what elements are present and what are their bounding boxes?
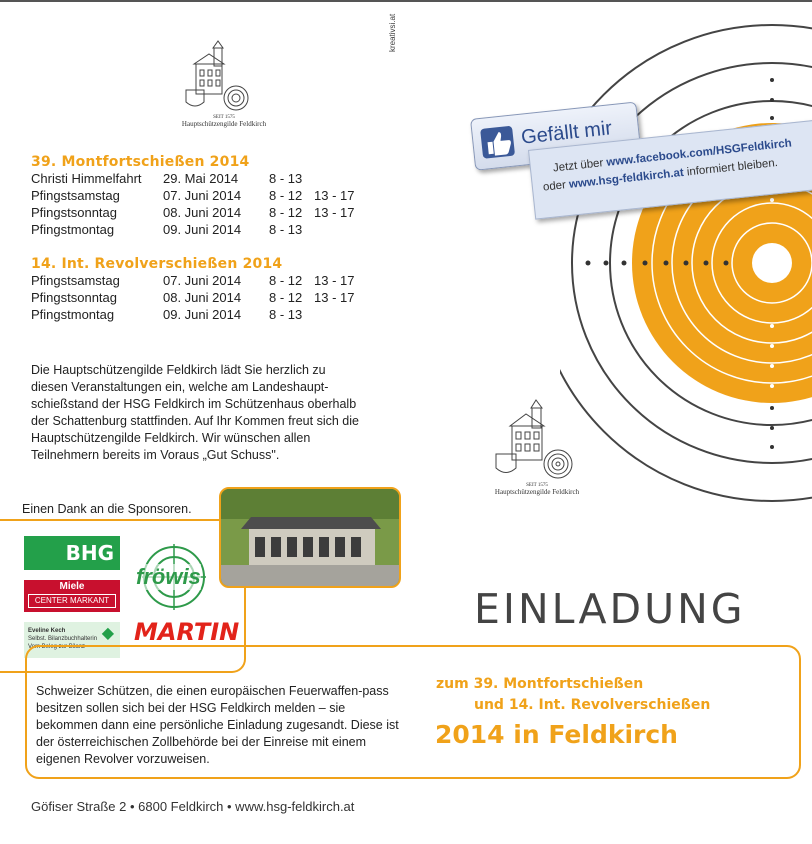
line-prefix: oder	[542, 179, 567, 194]
top-rule	[0, 0, 812, 2]
designer-credit: kreativsi.at	[388, 13, 397, 52]
miele-label: Miele	[59, 581, 85, 592]
schedule-day: Pfingstsamstag	[31, 188, 120, 203]
schedule-time: 8 - 12	[269, 205, 303, 220]
logo-guild-name: Hauptschützengilde Feldkirch	[181, 120, 267, 128]
schedule-time: 8 - 13	[269, 171, 303, 186]
schedule-date: 29. Mai 2014	[163, 171, 239, 186]
kech-line3: Vom Beleg zur Bilanz	[28, 644, 86, 650]
bhg-logo: BHG	[24, 536, 120, 570]
revolver-title: 14. Int. Revolverschießen 2014	[31, 256, 283, 272]
kech-line2: Selbst. Bilanzbuchhalterin	[28, 636, 98, 642]
sponsor-title: Einen Dank an die Sponsoren.	[22, 502, 192, 516]
schedule-day: Christi Himmelfahrt	[31, 171, 142, 186]
facebook-like-badge[interactable]: Gefällt mir	[470, 101, 642, 171]
logo-guild-name: Hauptschützengilde Feldkirch	[494, 488, 580, 496]
sponsor-frame	[0, 519, 246, 673]
schedule-date: 08. Juni 2014	[163, 290, 242, 305]
invitation-line3: 2014 in Feldkirch	[435, 720, 678, 749]
schedule-day: Pfingstmontag	[31, 307, 115, 322]
schedule-date: 09. Juni 2014	[163, 307, 242, 322]
schedule-time2: 13 - 17	[314, 273, 355, 288]
diamond-icon: ◆	[101, 625, 114, 642]
clubhouse-photo	[219, 487, 401, 588]
line-prefix: Jetzt über	[552, 157, 604, 175]
miele-sublabel: CENTER MARKANT	[28, 594, 116, 608]
intro-paragraph: Die Hauptschützengilde Feldkirch lädt Si…	[31, 363, 359, 462]
schedule-day: Pfingstsonntag	[31, 205, 118, 220]
martin-logo: MARTIN	[134, 618, 240, 646]
guild-logo-right: SEIT 1575 Hauptschützengilde Feldkirch	[472, 398, 602, 496]
schedule-day: Pfingstsonntag	[31, 290, 118, 305]
castle-target-icon	[495, 399, 573, 479]
logo-motto: SEIT 1575	[213, 115, 235, 120]
schedule-date: 08. Juni 2014	[163, 205, 242, 220]
castle-target-icon	[185, 40, 249, 111]
thumbs-up-icon	[480, 125, 516, 159]
swiss-notice: Schweizer Schützen, die einen europäisch…	[36, 684, 399, 766]
montfort-title: 39. Montfortschießen 2014	[31, 154, 250, 170]
invitation-line1: zum 39. Montfortschießen	[436, 676, 644, 692]
guild-logo-top: SEIT 1575 Hauptschützengilde Feldkirch	[164, 40, 284, 128]
invitation-line2: und 14. Int. Revolverschießen	[474, 697, 711, 713]
froewis-label: fröwis	[136, 564, 201, 590]
schedule-time: 8 - 12	[269, 290, 303, 305]
bhg-label: BHG	[65, 541, 114, 565]
schedule-time: 8 - 12	[269, 273, 303, 288]
schedule-time2: 13 - 17	[314, 290, 355, 305]
schedule-date: 09. Juni 2014	[163, 222, 242, 237]
kech-name: Eveline Kech	[28, 628, 66, 634]
froewis-logo: fröwis	[134, 542, 214, 612]
schedule-day: Pfingstsamstag	[31, 273, 120, 288]
schedule-time2: 13 - 17	[314, 188, 355, 203]
miele-logo: Miele CENTER MARKANT	[24, 580, 120, 612]
schedule-day: Pfingstmontag	[31, 222, 115, 237]
logo-motto: SEIT 1575	[526, 483, 548, 488]
kech-logo: Eveline Kech Selbst. Bilanzbuchhalterin …	[24, 622, 120, 658]
schedule-time: 8 - 13	[269, 307, 303, 322]
footer-address: Göfiser Straße 2 • 6800 Feldkirch • www.…	[31, 799, 355, 814]
line-suffix: informiert bleiben.	[686, 156, 779, 179]
page-title: EINLADUNG	[474, 585, 746, 633]
schedule-time: 8 - 12	[269, 188, 303, 203]
invitation-frame	[25, 645, 801, 779]
schedule-date: 07. Juni 2014	[163, 188, 242, 203]
schedule-time2: 13 - 17	[314, 205, 355, 220]
schedule-time: 8 - 13	[269, 222, 303, 237]
schedule-date: 07. Juni 2014	[163, 273, 242, 288]
